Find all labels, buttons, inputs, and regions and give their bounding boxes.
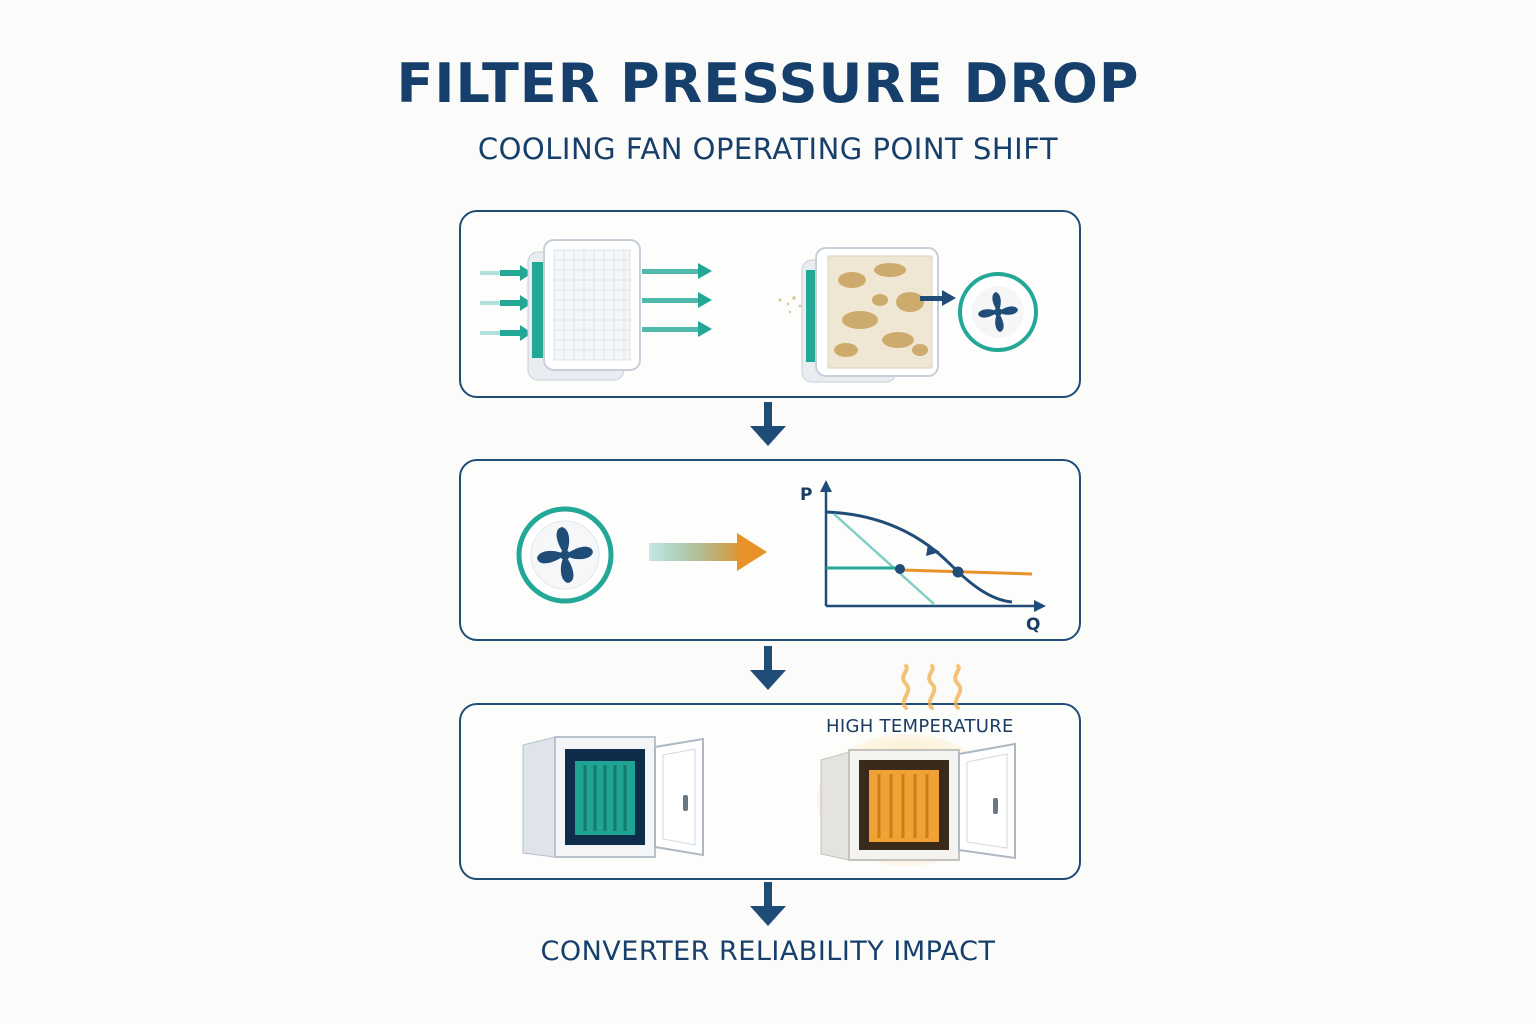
clean-filter-icon — [480, 239, 712, 381]
hot-cabinet-icon — [817, 734, 1016, 866]
flow-arrow-2 — [750, 646, 786, 690]
diagram-title: FILTER PRESSURE DROP — [396, 52, 1140, 115]
high-temperature-label: HIGH TEMPERATURE — [826, 716, 1014, 737]
fan-curve-icon: P Q — [800, 480, 1046, 635]
clogged-filter-icon — [778, 247, 1038, 383]
cabinet-icon — [522, 736, 704, 858]
flow-arrow-3 — [750, 882, 786, 926]
fan-icon — [516, 506, 767, 604]
x-axis-label: Q — [1026, 615, 1040, 635]
reliability-impact-label: CONVERTER RELIABILITY IMPACT — [540, 936, 996, 967]
y-axis-label: P — [800, 485, 812, 505]
heat-waves-icon — [901, 664, 963, 710]
flow-arrow-1 — [750, 402, 786, 446]
diagram-subtitle: COOLING FAN OPERATING POINT SHIFT — [477, 132, 1059, 166]
